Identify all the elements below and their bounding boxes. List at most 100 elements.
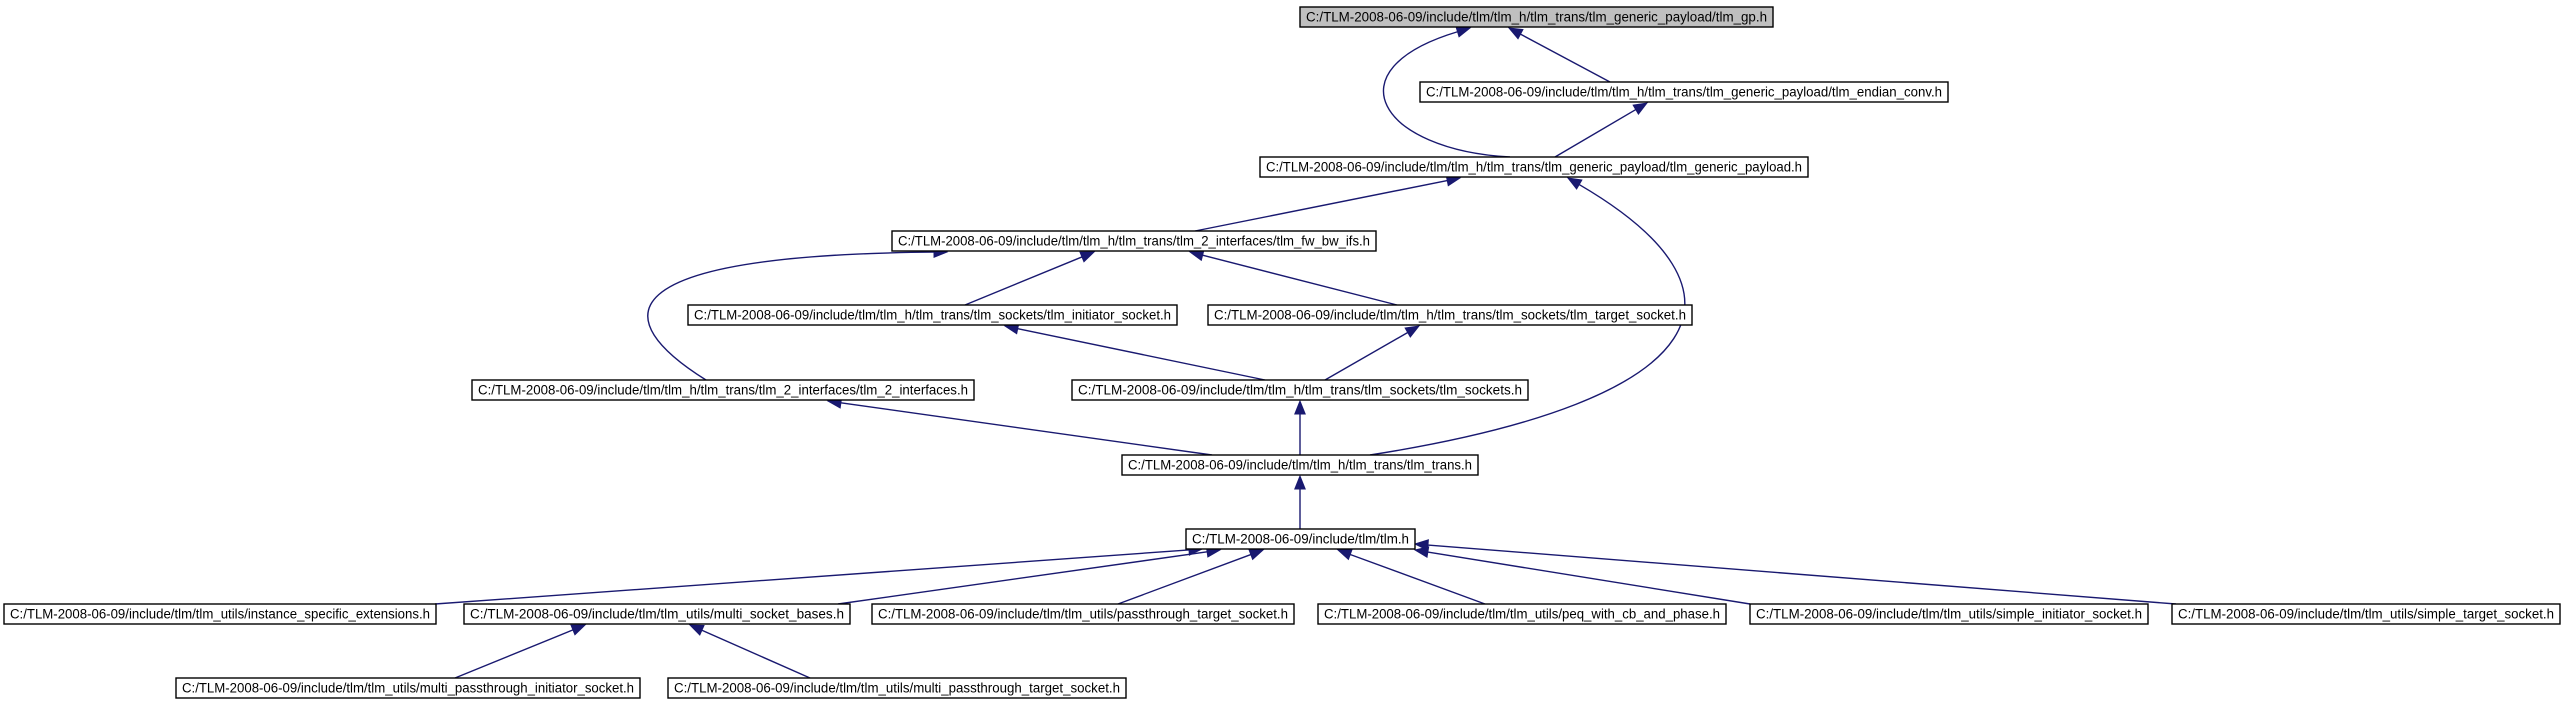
node-box [1259, 156, 1809, 178]
edge-fwbw-to-genpay [1194, 174, 1462, 232]
edge-sockets-to-targsock [1324, 325, 1421, 381]
node-instext[interactable]: C:/TLM-2008-06-09/include/tlm/tlm_utils/… [3, 603, 437, 625]
node-box [471, 379, 975, 401]
edge-siminit-to-tlm [1413, 546, 1751, 605]
node-label: C:/TLM-2008-06-09/include/tlm/tlm_utils/… [1756, 607, 2142, 622]
node-box [667, 677, 1127, 699]
node-sockets[interactable]: C:/TLM-2008-06-09/include/tlm/tlm_h/tlm_… [1071, 379, 1529, 401]
arrowhead [1632, 102, 1649, 115]
arrowhead [570, 624, 587, 636]
node-label: C:/TLM-2008-06-09/include/tlm/tlm_utils/… [878, 607, 1288, 622]
node-passtarg[interactable]: C:/TLM-2008-06-09/include/tlm/tlm_utils/… [871, 603, 1295, 625]
node-tlm[interactable]: C:/TLM-2008-06-09/include/tlm/tlm.h [1185, 528, 1416, 550]
node-ifaces[interactable]: C:/TLM-2008-06-09/include/tlm/tlm_h/tlm_… [471, 379, 975, 401]
edge-line [1117, 553, 1252, 605]
node-endian[interactable]: C:/TLM-2008-06-09/include/tlm/tlm_h/tlm_… [1419, 81, 1949, 103]
node-box [1749, 603, 2149, 625]
edge-initsock-to-fwbw [964, 251, 1096, 306]
node-box [175, 677, 641, 699]
node-box [891, 230, 1377, 252]
node-peq[interactable]: C:/TLM-2008-06-09/include/tlm/tlm_utils/… [1317, 603, 1727, 625]
node-fwbw[interactable]: C:/TLM-2008-06-09/include/tlm/tlm_h/tlm_… [891, 230, 1377, 252]
arrowhead [1248, 549, 1265, 561]
node-box [463, 603, 851, 625]
node-gp[interactable]: C:/TLM-2008-06-09/include/tlm/tlm_h/tlm_… [1299, 6, 1774, 28]
edge-trans-to-ifaces [826, 396, 1213, 456]
edge-line [1520, 33, 1611, 83]
node-box [1185, 528, 1416, 550]
arrowhead [1294, 399, 1306, 415]
edge-simtarg-to-tlm [1413, 539, 2177, 605]
node-simtarg[interactable]: C:/TLM-2008-06-09/include/tlm/tlm_utils/… [2171, 603, 2561, 625]
arrowhead [1566, 177, 1583, 190]
edge-passtarg-to-tlm [1117, 549, 1265, 605]
edge-line [647, 251, 935, 381]
edge-line [1349, 553, 1486, 605]
arrowhead [1404, 325, 1421, 338]
edge-line [837, 551, 1208, 605]
node-label: C:/TLM-2008-06-09/include/tlm/tlm_utils/… [674, 681, 1120, 696]
edge-mpinit-to-multibase [454, 624, 587, 679]
edge-line [840, 402, 1213, 456]
edge-trans-to-sockets [1294, 399, 1306, 455]
node-box [2171, 603, 2561, 625]
edge-sockets-to-initsock [1003, 322, 1266, 381]
node-label: C:/TLM-2008-06-09/include/tlm/tlm_h/tlm_… [1214, 308, 1686, 323]
node-mptarg[interactable]: C:/TLM-2008-06-09/include/tlm/tlm_utils/… [667, 677, 1127, 699]
arrowhead [1336, 549, 1353, 561]
node-label: C:/TLM-2008-06-09/include/tlm/tlm_utils/… [2178, 607, 2554, 622]
arrowhead [1455, 26, 1472, 38]
edge-peq-to-tlm [1336, 549, 1486, 605]
node-label: C:/TLM-2008-06-09/include/tlm/tlm_h/tlm_… [1306, 10, 1767, 25]
node-genpay[interactable]: C:/TLM-2008-06-09/include/tlm/tlm_h/tlm_… [1259, 156, 1809, 178]
node-box [1419, 81, 1949, 103]
node-trans[interactable]: C:/TLM-2008-06-09/include/tlm/tlm_h/tlm_… [1121, 454, 1479, 476]
edges-layer [434, 26, 2177, 679]
nodes-layer: C:/TLM-2008-06-09/include/tlm/tlm_h/tlm_… [3, 6, 2561, 699]
edge-line [454, 629, 574, 679]
node-box [1207, 304, 1693, 326]
node-label: C:/TLM-2008-06-09/include/tlm/tlm_h/tlm_… [1128, 458, 1472, 473]
node-label: C:/TLM-2008-06-09/include/tlm/tlm_utils/… [182, 681, 634, 696]
arrowhead [688, 624, 705, 636]
edge-line [1324, 331, 1409, 381]
node-box [1299, 6, 1774, 28]
edge-tlm-to-trans [1294, 474, 1306, 529]
edge-line [1194, 179, 1448, 232]
edge-line [701, 629, 811, 679]
edge-line [1427, 551, 1751, 605]
node-box [1317, 603, 1727, 625]
node-box [3, 603, 437, 625]
node-label: C:/TLM-2008-06-09/include/tlm/tlm_utils/… [470, 607, 844, 622]
node-box [687, 304, 1178, 326]
edge-mptarg-to-multibase [688, 624, 811, 679]
edge-trans-to-genpay [1369, 177, 1686, 456]
node-label: C:/TLM-2008-06-09/include/tlm/tlm_h/tlm_… [1426, 85, 1942, 100]
edge-genpay-to-endian [1554, 102, 1649, 158]
node-label: C:/TLM-2008-06-09/include/tlm/tlm_h/tlm_… [1078, 383, 1522, 398]
arrowhead [1507, 27, 1524, 40]
edge-instext-to-tlm [434, 544, 1204, 605]
node-siminit[interactable]: C:/TLM-2008-06-09/include/tlm/tlm_utils/… [1749, 603, 2149, 625]
arrowhead [1413, 539, 1429, 551]
node-label: C:/TLM-2008-06-09/include/tlm/tlm_h/tlm_… [478, 383, 968, 398]
node-box [1071, 379, 1529, 401]
arrowhead [1079, 251, 1096, 263]
node-box [1121, 454, 1479, 476]
node-targsock[interactable]: C:/TLM-2008-06-09/include/tlm/tlm_h/tlm_… [1207, 304, 1693, 326]
node-box [871, 603, 1295, 625]
node-multibase[interactable]: C:/TLM-2008-06-09/include/tlm/tlm_utils/… [463, 603, 851, 625]
node-label: C:/TLM-2008-06-09/include/tlm/tlm_utils/… [10, 607, 430, 622]
edge-multibase-to-tlm [837, 546, 1222, 605]
edge-line [1369, 183, 1686, 456]
node-initsock[interactable]: C:/TLM-2008-06-09/include/tlm/tlm_h/tlm_… [687, 304, 1178, 326]
edge-line [434, 549, 1190, 605]
edge-line [1382, 31, 1511, 158]
edge-line [1017, 327, 1266, 381]
edge-line [1554, 108, 1637, 158]
node-mpinit[interactable]: C:/TLM-2008-06-09/include/tlm/tlm_utils/… [175, 677, 641, 699]
edge-line [1202, 254, 1398, 306]
node-label: C:/TLM-2008-06-09/include/tlm/tlm_h/tlm_… [694, 308, 1171, 323]
edge-line [964, 256, 1083, 306]
